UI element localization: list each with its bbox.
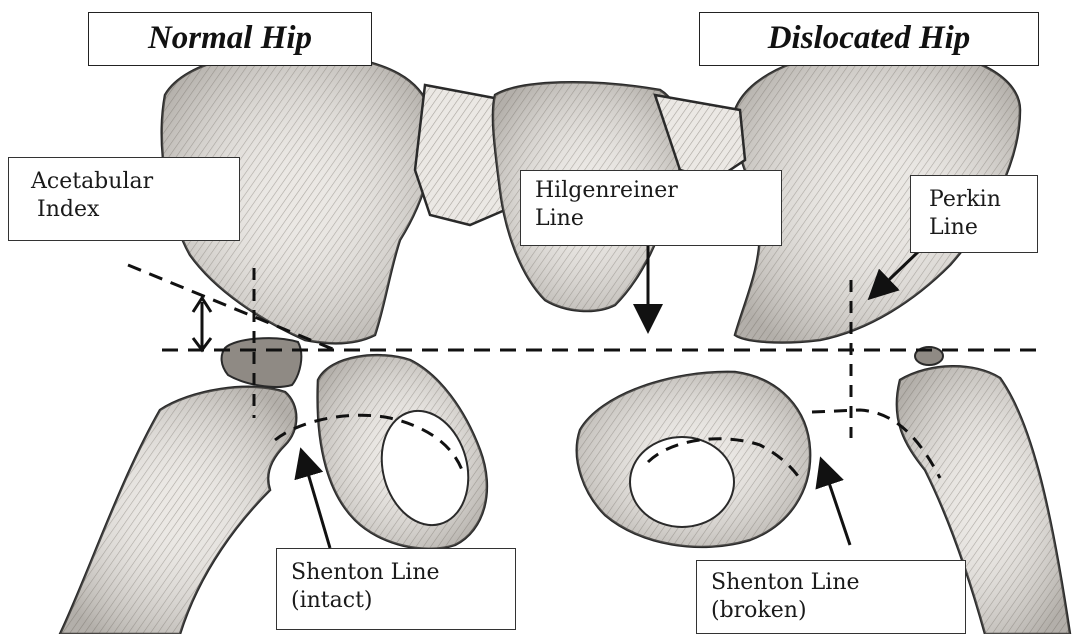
perkin-line-1: Perkin (929, 186, 1037, 214)
dislocated-hip-title: Dislocated Hip (699, 12, 1039, 66)
hilgenreiner-line-label: Hilgenreiner Line (520, 170, 782, 246)
acetabular-index-line-1: Acetabular (31, 168, 239, 196)
hilgenreiner-line-2: Line (535, 205, 781, 233)
shenton-broken-label: Shenton Line (broken) (696, 560, 966, 634)
shenton-broken-line-1: Shenton Line (711, 569, 965, 597)
acetabular-index-label: Acetabular Index (8, 157, 240, 241)
acetabular-index-line-2: Index (31, 196, 239, 224)
left-triradiate-bone (222, 338, 302, 387)
shenton-broken-arrow (822, 462, 850, 545)
perkin-line-label: Perkin Line (910, 175, 1038, 253)
hilgenreiner-line-1: Hilgenreiner (535, 177, 781, 205)
perkin-line-2: Line (929, 214, 1037, 242)
right-pubis-ischium (577, 372, 810, 547)
shenton-intact-line-2: (intact) (291, 587, 515, 615)
shenton-intact-line-1: Shenton Line (291, 559, 515, 587)
acetabular-index-double-arrow (193, 298, 211, 350)
shenton-intact-label: Shenton Line (intact) (276, 548, 516, 630)
normal-hip-title: Normal Hip (88, 12, 372, 66)
left-pubis-ischium (318, 355, 487, 549)
shenton-broken-line-2: (broken) (711, 597, 965, 625)
left-femur (60, 387, 296, 634)
